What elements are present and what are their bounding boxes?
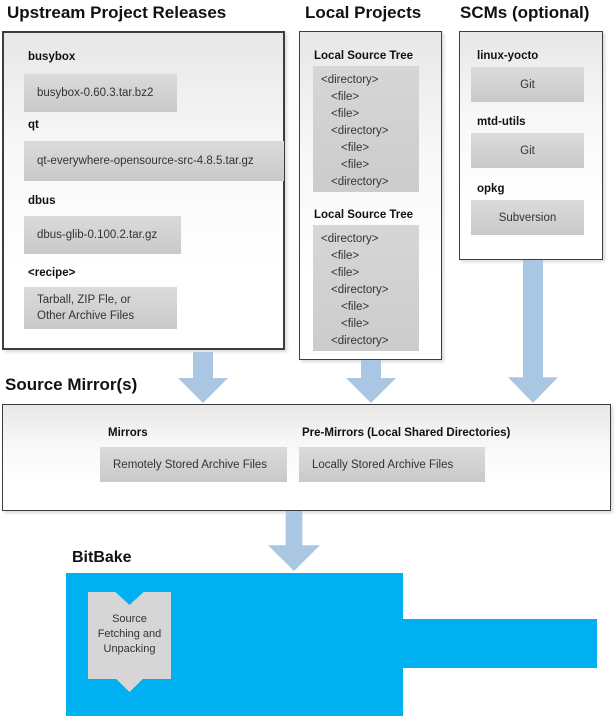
local-source-tree-label: Local Source Tree <box>314 50 414 62</box>
mirrors-box: Remotely Stored Archive Files <box>100 447 287 482</box>
upstream-panel: busybox busybox-0.60.3.tar.bz2 qt qt-eve… <box>2 31 285 350</box>
scm-item-value: Subversion <box>498 211 557 224</box>
upstream-item-label: qt <box>28 119 39 131</box>
upstream-item-box: busybox-0.60.3.tar.bz2 <box>24 74 177 112</box>
source-mirrors-title: Source Mirror(s) <box>5 375 138 394</box>
scm-item-box: Subversion <box>471 200 584 235</box>
scm-item-value: Git <box>520 144 535 157</box>
premirrors-value: Locally Stored Archive Files <box>312 458 454 471</box>
tree-line: <file> <box>341 159 370 171</box>
tree-line: <directory> <box>331 335 389 347</box>
tree-line: <file> <box>341 142 370 154</box>
source-mirrors-panel: Mirrors Remotely Stored Archive Files Pr… <box>2 404 611 511</box>
upstream-item-label: <recipe> <box>28 267 76 279</box>
tree-line: <file> <box>341 318 370 330</box>
down-arrow-bitbake <box>268 511 320 571</box>
upstream-item-value: busybox-0.60.3.tar.bz2 <box>37 87 154 99</box>
upstream-item-value: qt-everywhere-opensource-src-4.8.5.tar.g… <box>37 155 254 167</box>
tree-line: <file> <box>331 267 360 279</box>
bitbake-output-bar <box>403 619 597 668</box>
upstream-item-label: dbus <box>28 195 56 207</box>
local-projects-title: Local Projects <box>305 3 422 22</box>
mirrors-label: Mirrors <box>108 427 148 439</box>
tree-line: <directory> <box>331 284 389 296</box>
tree-line: <file> <box>341 301 370 313</box>
local-projects-panel: Local Source Tree <directory> <file> <fi… <box>299 31 442 360</box>
scms-panel: linux-yocto Git mtd-utils Git opkg Subve… <box>459 31 603 260</box>
local-source-tree-box: <directory> <file> <file> <directory> <f… <box>313 66 419 192</box>
scm-item-value: Git <box>520 78 535 91</box>
tree-line: <directory> <box>331 176 389 188</box>
source-fetching-banner: Source Fetching and Unpacking <box>88 592 171 692</box>
upstream-item-box: qt-everywhere-opensource-src-4.8.5.tar.g… <box>24 141 284 181</box>
bitbake-title: BitBake <box>72 549 132 566</box>
local-source-tree-label: Local Source Tree <box>314 209 414 221</box>
source-fetching-text: Source Fetching and Unpacking <box>97 613 162 655</box>
down-arrow-scms <box>508 260 558 403</box>
scm-item-label: linux-yocto <box>477 50 539 62</box>
upstream-item-label: busybox <box>28 51 76 63</box>
upstream-item-box: Tarball, ZIP Fle, or Other Archive Files <box>24 287 177 329</box>
premirrors-box: Locally Stored Archive Files <box>299 447 485 482</box>
premirrors-label: Pre-Mirrors (Local Shared Directories) <box>302 427 511 439</box>
scms-title: SCMs (optional) <box>460 3 590 22</box>
scm-item-box: Git <box>471 67 584 102</box>
upstream-item-box: dbus-glib-0.100.2.tar.gz <box>24 216 181 254</box>
tree-line: <directory> <box>321 233 379 245</box>
upstream-title: Upstream Project Releases <box>7 3 227 22</box>
tree-line: <file> <box>331 250 360 262</box>
down-arrow-local <box>346 360 396 403</box>
tree-line: <directory> <box>331 125 389 137</box>
mirrors-value: Remotely Stored Archive Files <box>113 458 268 471</box>
scm-item-label: mtd-utils <box>477 116 526 128</box>
scm-item-box: Git <box>471 133 584 168</box>
tree-line: <directory> <box>321 74 379 86</box>
scm-item-label: opkg <box>477 183 505 195</box>
down-arrow-upstream <box>178 352 228 403</box>
tree-line: <file> <box>331 108 360 120</box>
tree-line: <file> <box>331 91 360 103</box>
upstream-item-value: dbus-glib-0.100.2.tar.gz <box>37 229 158 241</box>
upstream-item-value: Tarball, ZIP Fle, or Other Archive Files <box>37 294 135 322</box>
local-source-tree-box: <directory> <file> <file> <directory> <f… <box>313 225 419 351</box>
